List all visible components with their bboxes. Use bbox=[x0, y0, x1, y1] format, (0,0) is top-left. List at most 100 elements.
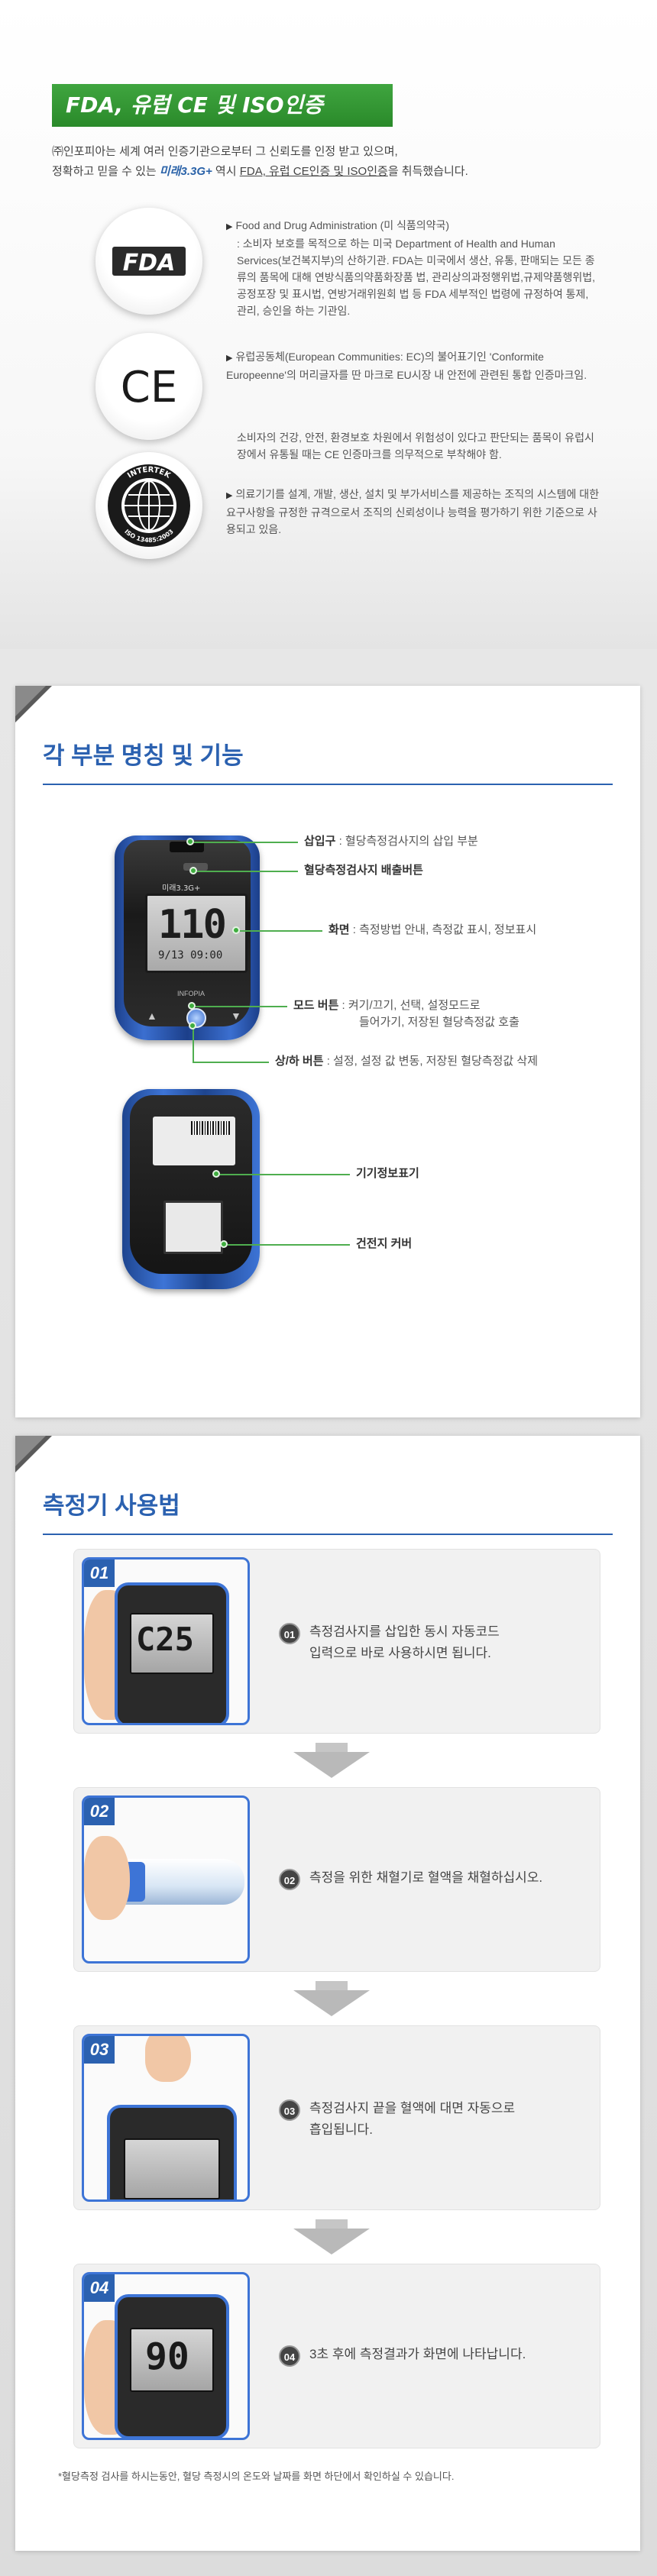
cert-title: FDA, 유럽 CE 및 ISO인증 bbox=[52, 84, 393, 127]
step-4: 90 04 04 3초 후에 측정결과가 화면에 나타납니다. bbox=[73, 2264, 600, 2448]
step-3-lcd bbox=[124, 2138, 220, 2199]
meter-image: 90 bbox=[115, 2294, 229, 2438]
battery-cover bbox=[163, 1201, 223, 1254]
cert-intro-text-b: 역시 bbox=[212, 165, 240, 178]
step-1-text: 측정검사지를 삽입한 동시 자동코드 입력으로 바로 사용하시면 됩니다. bbox=[309, 1621, 584, 1664]
step-3-text: 측정검사지 끝을 혈액에 대면 자동으로 흡입됩니다. bbox=[309, 2098, 584, 2141]
arrow-stem bbox=[316, 1981, 348, 1990]
fda-body: : 소비자 보호를 목적으로 하는 미국 Department of Healt… bbox=[237, 238, 596, 317]
parts-panel: 각 부분 명칭 및 기능 미래3.3G+ 110 9/13 09:00 INFO… bbox=[15, 686, 640, 1417]
callout-line bbox=[197, 871, 298, 872]
callout-dot bbox=[186, 838, 194, 845]
title-divider bbox=[43, 784, 613, 785]
cert-intro-text-c: 을 취득했습니다. bbox=[387, 165, 468, 178]
meter-reading: 110 bbox=[158, 902, 227, 948]
callout-line bbox=[193, 1026, 194, 1062]
arrow-stem bbox=[316, 1743, 348, 1752]
callout-updown-name: 상/하 버튼 bbox=[275, 1055, 324, 1068]
iso-globe-icon: INTERTEK ISO 13485:2003 bbox=[108, 464, 190, 547]
ce-logo-icon: CE bbox=[121, 363, 177, 412]
callout-dot bbox=[188, 1002, 196, 1010]
down-arrow-icon bbox=[293, 2229, 370, 2254]
step-2-photo: 02 bbox=[82, 1795, 250, 1964]
meter-brand: 미래3.3G+ bbox=[162, 884, 201, 893]
iso-body-text: 의료기기를 설계, 개발, 생산, 설치 및 부가서비스를 제공하는 조직의 시… bbox=[226, 488, 600, 535]
step-2-number: 02 bbox=[84, 1798, 115, 1825]
corner-ribbon-inner bbox=[15, 1436, 46, 1466]
usage-title: 측정기 사용법 bbox=[43, 1492, 180, 1519]
meter-maker: INFOPIA bbox=[177, 990, 206, 997]
cert-intro-line1: ㈜인포피아는 세계 여러 인증기관으로부터 그 신뢰도를 인정 받고 있으며, bbox=[52, 145, 398, 158]
callout-updown-desc: : 설정, 설정 값 변동, 저장된 혈당측정값 삭제 bbox=[323, 1055, 538, 1068]
meter-image bbox=[107, 2105, 237, 2199]
callout-line bbox=[196, 1006, 287, 1007]
callout-updown: 상/하 버튼 : 설정, 설정 값 변동, 저장된 혈당측정값 삭제 bbox=[275, 1053, 538, 1070]
barcode-icon bbox=[191, 1121, 231, 1135]
down-arrow-icon bbox=[293, 1752, 370, 1778]
callout-line bbox=[220, 1174, 350, 1175]
fda-head-text: Food and Drug Administration (미 식품의약국) bbox=[235, 219, 450, 231]
down-button-icon: ▼ bbox=[231, 1010, 241, 1022]
ce-body: 소비자의 건강, 안전, 환경보호 차원에서 위험성이 있다고 판단되는 품목이… bbox=[237, 431, 594, 461]
callout-dot bbox=[212, 1170, 220, 1178]
callout-screen-name: 화면 bbox=[328, 923, 350, 936]
meter-front-image: 미래3.3G+ 110 9/13 09:00 INFOPIA ▲ ▼ bbox=[115, 836, 260, 1040]
step-2-line1: 측정을 위한 채혈기로 혈액을 채혈하십시오. bbox=[309, 1870, 543, 1885]
callout-dot bbox=[189, 867, 197, 874]
callout-mode-desc2: 들어가기, 저장된 혈당측정값 호출 bbox=[359, 1016, 519, 1029]
step-3-line1: 측정검사지 끝을 혈액에 대면 자동으로 bbox=[309, 2101, 516, 2115]
fda-logo-icon: FDA bbox=[112, 247, 186, 276]
ce-description: ▶유럽공동체(European Communities: EC)의 불어표기인 … bbox=[226, 348, 600, 383]
certification-section: FDA, 유럽 CE 및 ISO인증 ㈜인포피아는 세계 여러 인증기관으로부터… bbox=[0, 0, 657, 649]
finger-image bbox=[145, 2036, 191, 2082]
step-1-line1: 측정검사지를 삽입한 동시 자동코드 bbox=[309, 1624, 500, 1639]
callout-line bbox=[228, 1244, 350, 1246]
bullet-icon: ▶ bbox=[226, 491, 233, 500]
down-arrow-icon bbox=[293, 1990, 370, 2016]
step-1-line2: 입력으로 바로 사용하시면 됩니다. bbox=[309, 1646, 491, 1660]
meter-datetime: 9/13 09:00 bbox=[158, 949, 223, 962]
ce-badge: CE bbox=[95, 333, 202, 440]
title-divider bbox=[43, 1534, 613, 1535]
callout-device-info-name: 기기정보표기 bbox=[356, 1167, 419, 1180]
cert-intro-underline: FDA, 유럽 CE인증 및 ISO인증 bbox=[239, 165, 388, 178]
step-4-photo: 90 04 bbox=[82, 2272, 250, 2440]
callout-line bbox=[193, 1062, 269, 1063]
fda-badge: FDA bbox=[95, 208, 202, 315]
device-label bbox=[153, 1117, 235, 1165]
fda-head: ▶Food and Drug Administration (미 식품의약국) bbox=[226, 217, 600, 235]
meter-body: 미래3.3G+ 110 9/13 09:00 INFOPIA ▲ ▼ bbox=[124, 840, 251, 1028]
ce-logo-text: CE bbox=[121, 363, 177, 412]
step-4-badge: 04 bbox=[279, 2345, 300, 2367]
callout-dot bbox=[232, 926, 240, 934]
arrow-stem bbox=[316, 2219, 348, 2229]
meter-screen: 110 9/13 09:00 bbox=[145, 894, 248, 973]
meter-back-image bbox=[122, 1089, 260, 1289]
step-1-number: 01 bbox=[84, 1559, 115, 1587]
step-2: 02 02 측정을 위한 채혈기로 혈액을 채혈하십시오. bbox=[73, 1787, 600, 1972]
callout-eject: 혈당측정검사지 배출버튼 bbox=[304, 862, 423, 879]
step-4-text: 3초 후에 측정결과가 화면에 나타납니다. bbox=[309, 2344, 584, 2365]
step-3-number: 03 bbox=[84, 2036, 115, 2064]
cert-intro: ㈜인포피아는 세계 여러 인증기관으로부터 그 신뢰도를 인정 받고 있으며, … bbox=[52, 142, 602, 182]
iso-head: ▶의료기기를 설계, 개발, 생산, 설치 및 부가서비스를 제공하는 조직의 … bbox=[226, 486, 600, 538]
finger-image bbox=[84, 1836, 130, 1920]
step-1: C25 01 01 측정검사지를 삽입한 동시 자동코드 입력으로 바로 사용하… bbox=[73, 1549, 600, 1734]
step-1-badge: 01 bbox=[279, 1623, 300, 1644]
usage-panel: 측정기 사용법 C25 01 01 측정검사지를 삽입한 동시 자동코드 입력으… bbox=[15, 1436, 640, 2551]
ce-head: ▶유럽공동체(European Communities: EC)의 불어표기인 … bbox=[226, 348, 600, 383]
meter-image: C25 bbox=[115, 1582, 229, 1723]
step-3-photo: 03 bbox=[82, 2034, 250, 2202]
callout-screen: 화면 : 측정방법 안내, 측정값 표시, 정보표시 bbox=[328, 922, 536, 939]
strip-slot bbox=[170, 842, 204, 852]
step-4-line1: 3초 후에 측정결과가 화면에 나타납니다. bbox=[309, 2347, 526, 2361]
iso-badge: INTERTEK ISO 13485:2003 bbox=[95, 452, 202, 559]
callout-battery: 건전지 커버 bbox=[356, 1236, 412, 1252]
callout-line bbox=[240, 930, 322, 932]
step-3-badge: 03 bbox=[279, 2099, 300, 2121]
callout-slot-desc: : 혈당측정검사지의 삽입 부분 bbox=[335, 835, 478, 848]
callout-eject-name: 혈당측정검사지 배출버튼 bbox=[304, 864, 423, 877]
corner-ribbon-inner bbox=[15, 686, 46, 716]
up-button-icon: ▲ bbox=[147, 1010, 157, 1022]
bullet-icon: ▶ bbox=[226, 354, 233, 363]
